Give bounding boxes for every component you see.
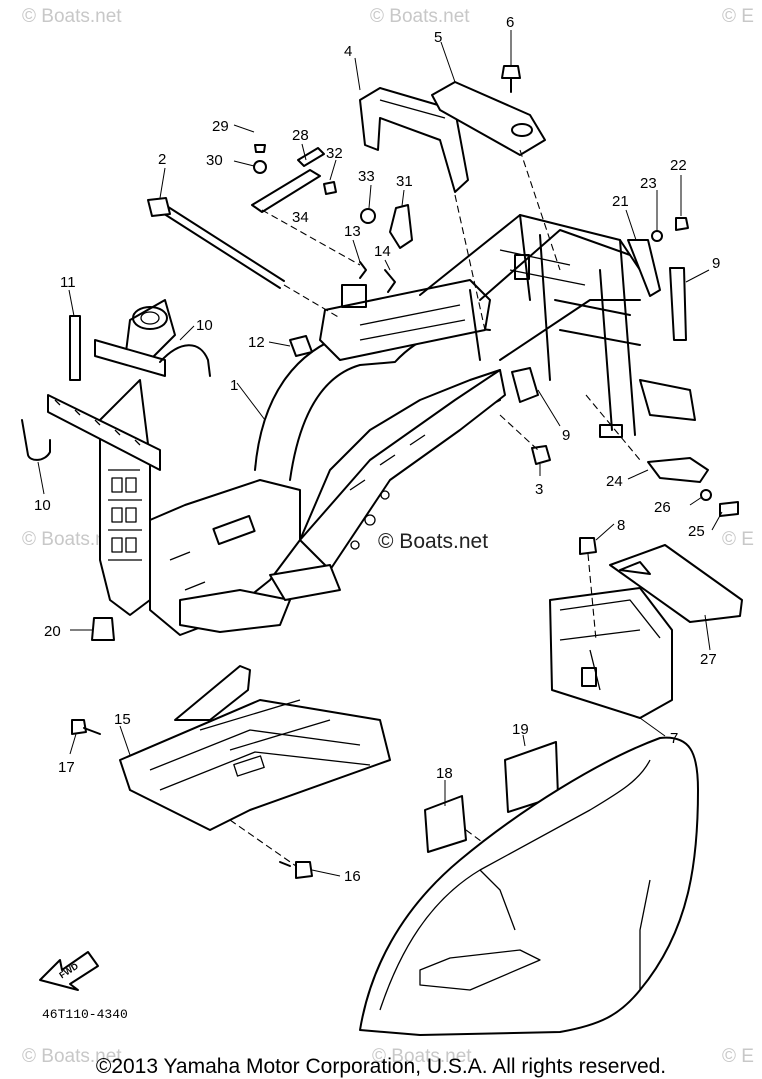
part-4-bracket <box>359 87 486 331</box>
callout-27: 27 <box>700 651 717 668</box>
callout-33: 33 <box>358 168 375 185</box>
callout-24: 24 <box>606 473 623 490</box>
part-11-strap <box>69 315 81 381</box>
part-7-battery-case <box>549 587 673 719</box>
callout-12: 12 <box>248 334 265 351</box>
part-12-grommet <box>289 335 313 357</box>
callout-13: 13 <box>344 223 361 240</box>
part-6-bolt <box>501 65 521 93</box>
watermark-center: © Boats.net <box>378 530 488 553</box>
callout-19: 19 <box>512 721 529 738</box>
callout-14: 14 <box>374 243 391 260</box>
callout-20: 20 <box>44 623 61 640</box>
callout-23: 23 <box>640 175 657 192</box>
callout-5: 5 <box>434 29 442 46</box>
part-3-nut <box>499 414 551 465</box>
parts-13-14-31-33-clips <box>359 204 413 293</box>
callout-17: 17 <box>58 759 75 776</box>
callout-18: 18 <box>436 765 453 782</box>
callout-34: 34 <box>292 209 309 226</box>
part-15-tray <box>119 665 391 831</box>
callout-10-upper: 10 <box>196 317 213 334</box>
watermark-bottom-left: © Boats.net <box>22 1046 122 1067</box>
leader-lines <box>37 30 723 877</box>
callout-16: 16 <box>344 868 361 885</box>
callout-15: 15 <box>114 711 131 728</box>
fwd-arrow: FWD <box>39 951 99 991</box>
watermark-bottom-right: © E <box>722 1046 754 1067</box>
callout-28: 28 <box>292 127 309 144</box>
main-frame <box>47 214 696 636</box>
watermark-top-left: © Boats.net <box>22 6 122 27</box>
parts-21-22-23-stay <box>627 217 689 297</box>
front-cowl <box>359 736 699 1036</box>
part-8-bolt <box>579 537 597 641</box>
callout-4: 4 <box>344 43 352 60</box>
callout-25: 25 <box>688 523 705 540</box>
watermark-mid-left: © Boats.net <box>22 529 122 550</box>
callout-22: 22 <box>670 157 687 174</box>
callout-29: 29 <box>212 118 229 135</box>
drawing-code: 46T110-4340 <box>42 1007 128 1022</box>
callout-31: 31 <box>396 173 413 190</box>
callout-26: 26 <box>654 499 671 516</box>
watermark-top-right: © E <box>722 6 754 27</box>
callout-9-center: 9 <box>562 427 570 444</box>
part-10-cables <box>21 344 211 461</box>
part-9-clamps <box>511 267 687 403</box>
copyright-notice: ©2013 Yamaha Motor Corporation, U.S.A. A… <box>95 1055 667 1078</box>
part-2-bolt <box>147 197 341 319</box>
part-27-cover <box>609 544 743 623</box>
callout-10-lower: 10 <box>34 497 51 514</box>
callout-3: 3 <box>535 481 543 498</box>
callout-1: 1 <box>230 377 238 394</box>
parts-24-25-26-bracket <box>585 394 739 517</box>
parts-28-34-bracket-set <box>251 144 361 266</box>
callout-32: 32 <box>326 145 343 162</box>
callout-2: 2 <box>158 151 166 168</box>
callout-labels: 1 2 3 4 5 6 7 8 9 9 10 10 11 12 13 14 15… <box>34 14 720 885</box>
callout-8: 8 <box>617 517 625 534</box>
callout-6: 6 <box>506 14 514 31</box>
callout-21: 21 <box>612 193 629 210</box>
watermark-mid-right: © E <box>722 529 754 550</box>
callout-30: 30 <box>206 152 223 169</box>
callout-11: 11 <box>60 274 76 291</box>
part-20-damper <box>91 617 115 641</box>
parts-16-17-screws <box>71 719 313 879</box>
watermark-top-center: © Boats.net <box>370 6 470 27</box>
callout-9-right: 9 <box>712 255 720 272</box>
callout-7: 7 <box>670 730 678 747</box>
watermark-bottom-center: © Boats.net <box>372 1046 472 1067</box>
